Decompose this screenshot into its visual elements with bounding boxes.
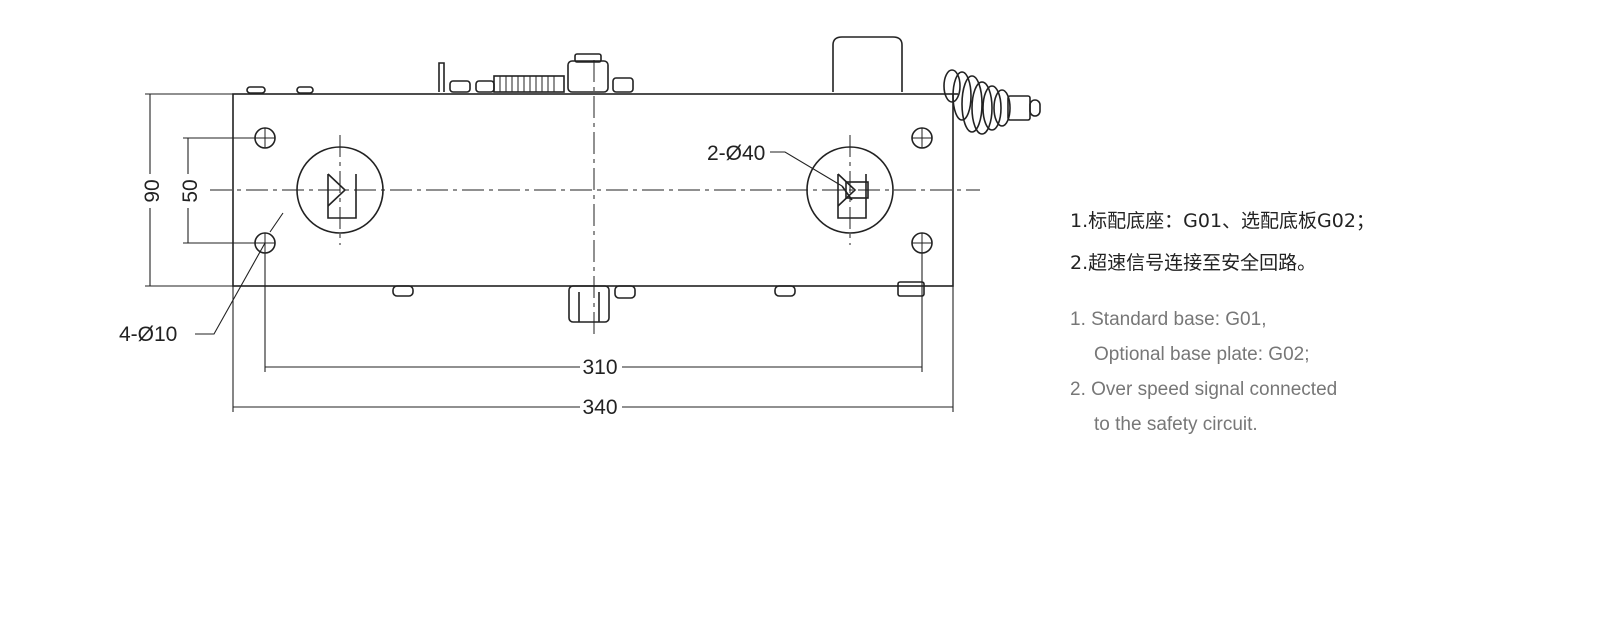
label-small-holes: 4-Ø10 (119, 323, 177, 346)
center-lines (210, 60, 980, 335)
notes-panel: 1.标配底座：G01、选配底板G02； 2.超速信号连接至安全回路。 1. St… (1070, 200, 1570, 442)
note-en-4: to the safety circuit. (1094, 414, 1258, 435)
dim-height-overall: 90 (141, 179, 164, 202)
dim-width-holes: 310 (582, 356, 617, 379)
note-en-2: Optional base plate: G02; (1094, 344, 1310, 365)
note-en-3: 2. Over speed signal connected (1070, 379, 1338, 400)
note-en-1: 1. Standard base: G01, (1070, 309, 1267, 330)
bottom-components (392, 281, 925, 323)
note-zh-2: 2.超速信号连接至安全回路。 (1070, 252, 1317, 274)
note-zh-1: 1.标配底座：G01、选配底板G02； (1070, 210, 1375, 232)
dimension-lines (145, 93, 954, 412)
dim-height-holes: 50 (179, 179, 202, 202)
top-components (246, 36, 903, 94)
label-large-holes: 2-Ø40 (707, 142, 765, 165)
notes-en: 1. Standard base: G01, Optional base pla… (1070, 302, 1570, 442)
dim-width-overall: 340 (582, 396, 617, 419)
spring-assembly (943, 69, 1041, 135)
